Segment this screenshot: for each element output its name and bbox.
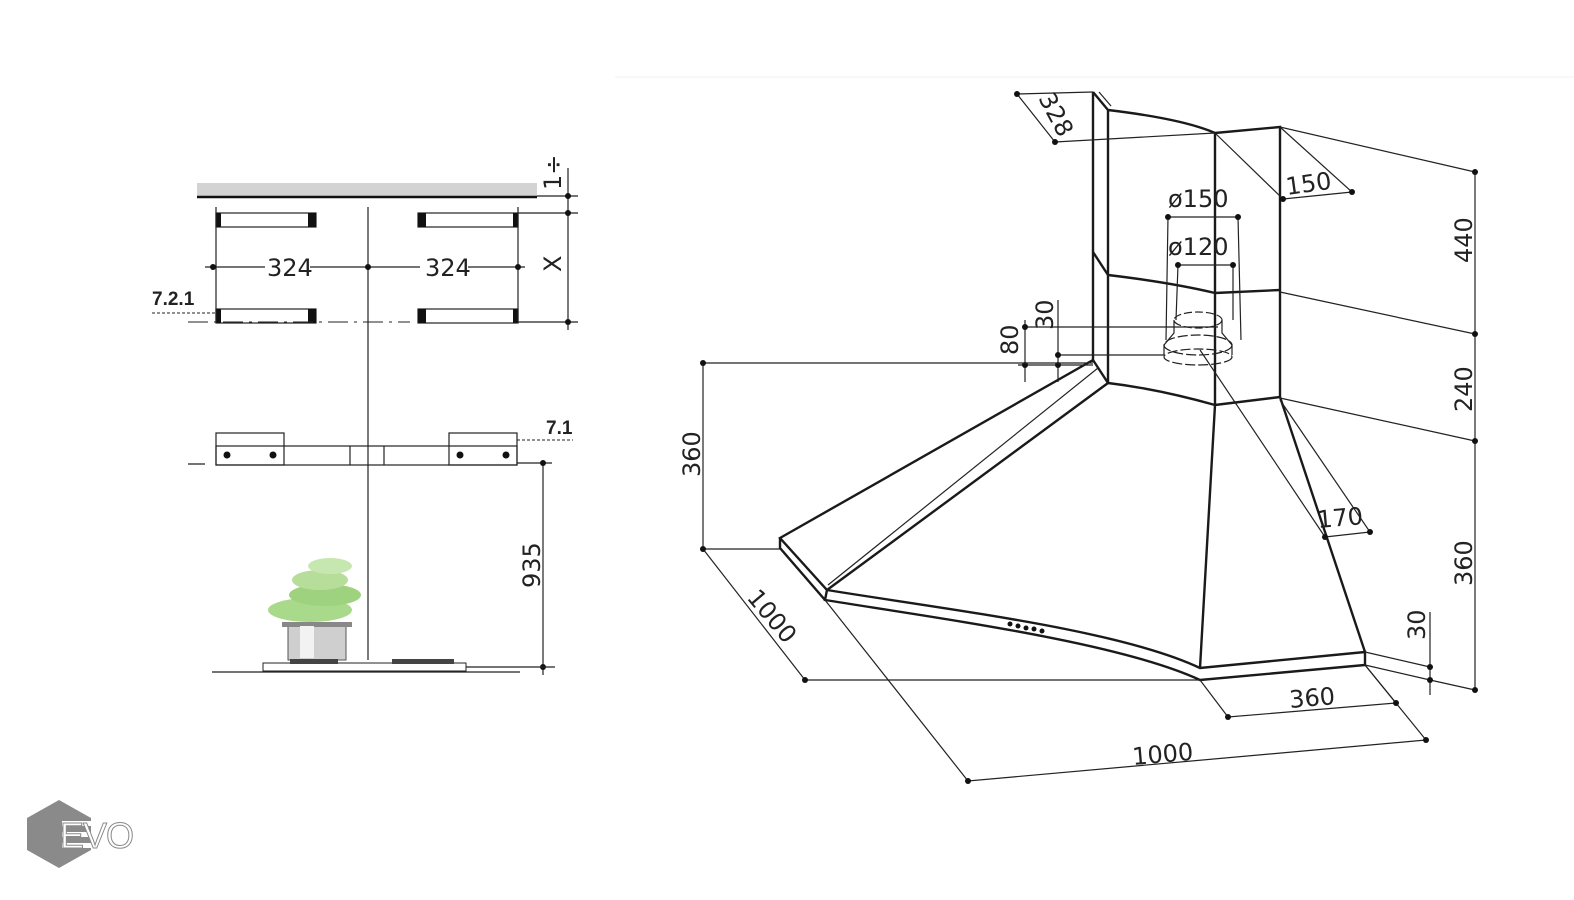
dim-360-right: 360 — [1450, 540, 1478, 586]
ceiling — [197, 183, 537, 196]
evo-logo: EVO — [27, 800, 135, 868]
dim-x: X — [539, 256, 567, 272]
dim-324-right: 324 — [425, 254, 471, 282]
dim-240: 240 — [1450, 366, 1478, 412]
hood-perspective — [778, 91, 1367, 682]
dim-150: 150 — [1284, 167, 1333, 201]
dim-80: 80 — [996, 324, 1024, 355]
hood-side — [215, 432, 518, 466]
ref-7-2-1: 7.2.1 — [152, 289, 195, 310]
cooktop — [212, 659, 520, 673]
dim-1000-left: 1000 — [741, 584, 802, 649]
control-buttons — [1007, 621, 1045, 634]
dim-440: 440 — [1450, 217, 1478, 263]
dim-30-rim: 30 — [1403, 609, 1431, 640]
outlet-collar — [1163, 311, 1233, 366]
dim-gap: 1÷ — [539, 155, 567, 190]
dim-30-outlet: 30 — [1031, 299, 1059, 330]
dim-328: 328 — [1033, 88, 1079, 142]
steam-icon — [268, 558, 361, 622]
dim-170: 170 — [1316, 502, 1364, 534]
dim-324-left: 324 — [267, 254, 313, 282]
installation-side-view: 324 324 1÷ X 7.2.1 7.1 935 — [152, 155, 578, 675]
dim-360-left: 360 — [678, 431, 706, 477]
dim-outlet-120: ø120 — [1168, 233, 1229, 261]
hood-dimensions: 328 150 ø150 ø120 30 80 360 1000 1000 36… — [678, 88, 1478, 784]
logo-text: EVO — [60, 815, 133, 856]
dim-935: 935 — [518, 542, 546, 588]
pot-icon — [282, 622, 352, 661]
dim-360-front: 360 — [1288, 682, 1336, 714]
dim-outlet-150: ø150 — [1168, 185, 1229, 213]
ref-7-1: 7.1 — [546, 418, 573, 439]
dim-1000-bottom: 1000 — [1131, 738, 1194, 771]
